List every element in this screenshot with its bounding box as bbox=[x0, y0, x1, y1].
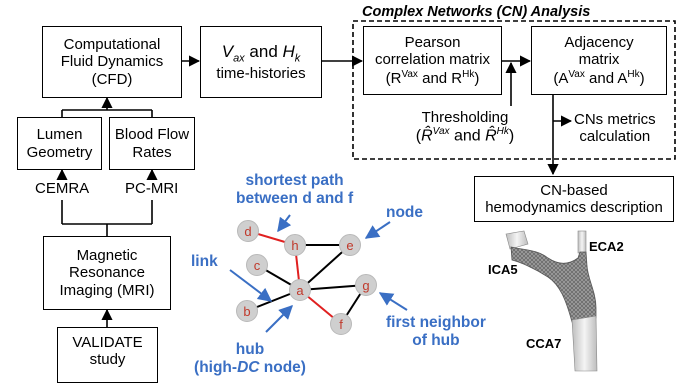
cfd-line3: (CFD) bbox=[91, 70, 133, 88]
mri-box: Magnetic Resonance Imaging (MRI) bbox=[43, 236, 171, 310]
description-line1: CN-based bbox=[540, 181, 608, 199]
hub-label: hub (high-DC node) bbox=[180, 341, 320, 377]
adjacency-line1: Adjacency bbox=[564, 34, 634, 52]
first-neighbor-line2: of hub bbox=[412, 331, 460, 349]
cn-analysis-title: Complex Networks (CN) Analysis bbox=[362, 4, 591, 20]
node-h: h bbox=[284, 234, 306, 256]
hub-line2: (high-DC node) bbox=[194, 358, 306, 376]
hub-line1: hub bbox=[235, 341, 265, 358]
first-neighbor-line1: first neighbor bbox=[386, 314, 486, 331]
lumen-box: Lumen Geometry bbox=[17, 117, 102, 170]
bloodflow-box: Blood Flow Rates bbox=[109, 117, 195, 170]
cca-label: CCA7 bbox=[526, 336, 562, 351]
arrow-shortest-path bbox=[277, 214, 292, 233]
description-box: CN-based hemodynamics description bbox=[474, 176, 674, 222]
metrics-label: CNs metrics calculation bbox=[574, 111, 656, 146]
arrow-first-neighbor bbox=[378, 292, 408, 311]
node-a: a bbox=[289, 279, 311, 301]
cemra-label: CEMRA bbox=[35, 180, 90, 197]
mri-line3: Imaging (MRI) bbox=[59, 281, 155, 299]
pearson-line3: (RVax and RHk) bbox=[385, 68, 480, 87]
adjacency-line3: (AVax and AHk) bbox=[553, 68, 645, 87]
timehist-line2: time-histories bbox=[216, 64, 306, 82]
arrow-link bbox=[229, 269, 273, 302]
time-histories-box: Vax and Hk time-histories bbox=[200, 26, 322, 98]
node-b: b bbox=[236, 300, 258, 322]
node-c: c bbox=[246, 254, 268, 276]
link-label: link bbox=[191, 253, 218, 270]
lumen-line2: Geometry bbox=[26, 143, 93, 161]
thresholding-line1: Thresholding bbox=[421, 109, 509, 126]
lumen-line1: Lumen bbox=[36, 126, 83, 144]
thresholding-label: Thresholding (R̂Vax and R̂Hk) bbox=[375, 109, 555, 146]
cfd-line2: Fluid Dynamics bbox=[60, 53, 164, 71]
eca-label: ECA2 bbox=[589, 239, 624, 254]
first-neighbor-label: first neighbor of hub bbox=[386, 314, 486, 350]
cfd-box: Computational Fluid Dynamics (CFD) bbox=[42, 26, 182, 98]
adjacency-line2: matrix bbox=[578, 51, 620, 69]
arrow-node bbox=[364, 221, 391, 239]
adjacency-box: Adjacency matrix (AVax and AHk) bbox=[531, 26, 667, 95]
pearson-line2: correlation matrix bbox=[374, 51, 491, 69]
shortest-path-label: shortest path between d and f bbox=[236, 172, 353, 208]
arrow-hub bbox=[265, 305, 293, 333]
metrics-line1: CNs metrics bbox=[574, 111, 656, 128]
thresholding-line2: (R̂Vax and R̂Hk) bbox=[415, 126, 515, 145]
bloodflow-line1: Blood Flow bbox=[114, 126, 190, 144]
description-line2: hemodynamics description bbox=[485, 199, 663, 216]
timehist-line1: Vax and Hk bbox=[221, 41, 301, 65]
cfd-line1: Computational bbox=[63, 36, 161, 54]
pearson-line1: Pearson bbox=[404, 34, 461, 52]
mri-line1: Magnetic bbox=[76, 247, 138, 265]
pearson-box: Pearson correlation matrix (RVax and RHk… bbox=[363, 26, 502, 95]
shortest-path-line2: between d and f bbox=[236, 189, 354, 207]
metrics-line2: calculation bbox=[579, 128, 651, 146]
node-f: f bbox=[330, 313, 352, 335]
node-d: d bbox=[237, 220, 259, 242]
validate-line2: study bbox=[89, 351, 126, 369]
bloodflow-line2: Rates bbox=[132, 143, 172, 161]
mri-line2: Resonance bbox=[69, 264, 145, 282]
node-e: e bbox=[339, 234, 361, 256]
shortest-path-line1: shortest path bbox=[245, 172, 344, 189]
validate-box: VALIDATE study bbox=[57, 327, 158, 383]
node-g: g bbox=[355, 274, 377, 296]
artery-model-image bbox=[505, 230, 598, 372]
pcmri-label: PC-MRI bbox=[125, 180, 179, 197]
validate-line1: VALIDATE bbox=[72, 334, 143, 351]
cn-analysis-frame bbox=[352, 20, 676, 160]
ica-label: ICA5 bbox=[488, 262, 518, 277]
node-label: node bbox=[386, 204, 424, 221]
